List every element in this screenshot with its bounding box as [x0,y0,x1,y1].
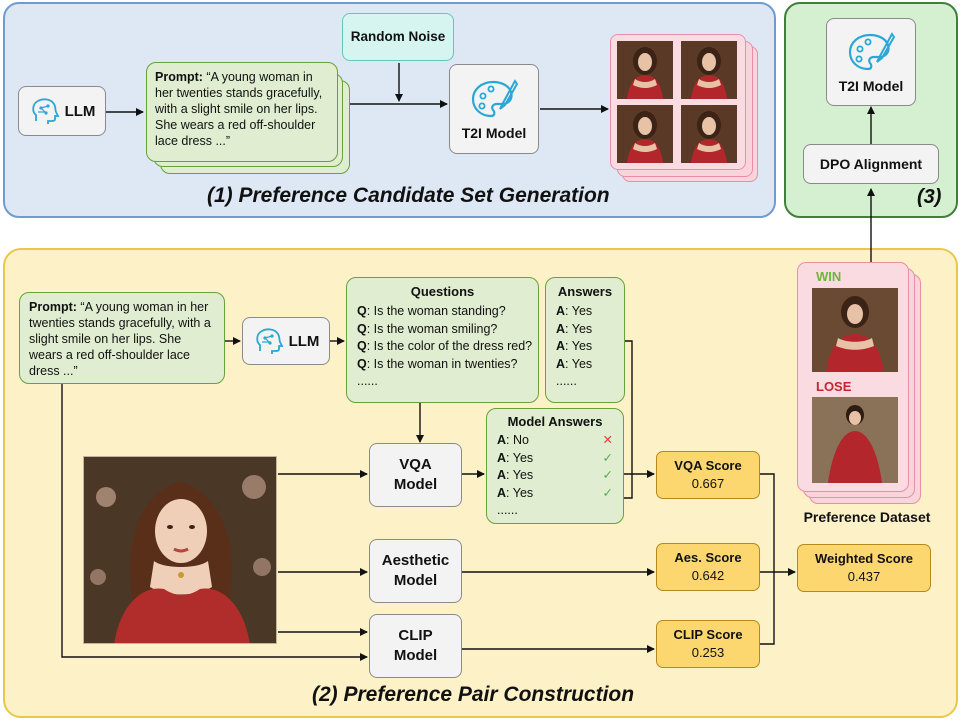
prompt-label: Prompt: [155,70,203,84]
prompt-text: “A young woman in her twenties stands gr… [155,70,323,148]
llm-label-bottom: LLM [288,332,320,350]
weighted-score-value: 0.437 [847,569,881,584]
lose-portrait [812,397,898,483]
preference-dataset-card: WIN LOSE [797,262,909,492]
vqa-model-box: VQA Model [369,443,462,507]
llm-box-top: LLM [18,86,106,136]
question-item: Q: Is the woman standing? [357,304,506,318]
model-answers-box: Model Answers A: No✕ A: Yes✓ A: Yes✓ A: … [486,408,624,524]
random-noise-label: Random Noise [350,29,446,44]
lose-image [812,397,898,483]
clip-model-box: CLIP Model [369,614,462,678]
check-icon: ✓ [602,450,613,465]
clip-score-box: CLIP Score 0.253 [656,620,760,668]
aes-score-box: Aes. Score 0.642 [656,543,760,591]
answer-item: A: Yes [556,356,593,371]
model-answer-item: A: Yes✓ [497,467,613,485]
win-image [812,288,898,372]
palette-brush-icon [848,32,896,71]
section-step-3: (3) [917,186,942,208]
dpo-alignment-label: DPO Alignment [819,156,923,172]
aes-score-value: 0.642 [691,568,725,583]
vqa-score-box: VQA Score 0.667 [656,451,760,499]
llm-label: LLM [64,102,96,120]
weighted-score-box: Weighted Score 0.437 [797,544,931,592]
aes-score-label: Aes. Score [674,550,742,565]
check-icon: ✓ [602,468,613,482]
model-answer-item: A: No✕ [497,432,613,450]
preference-dataset-label: Preference Dataset [803,509,931,525]
prompt-label-bottom: Prompt: [29,300,77,314]
win-label: WIN [816,269,842,284]
questions-box: Questions Q: Is the woman standing? Q: I… [346,277,539,403]
section-title-pair-construction: (2) Preference Pair Construction [312,683,635,706]
questions-header: Questions [410,284,475,299]
t2i-model-box-top: T2I Model [449,64,539,154]
answer-item: A: Yes [556,339,593,353]
clip-model-label: CLIP Model [393,627,438,664]
answers-more: ...... [556,374,577,388]
answer-item: A: Yes [556,304,593,318]
palette-brush-icon [471,79,519,118]
lose-label: LOSE [816,379,852,394]
questions-more: ...... [357,374,378,388]
question-item: Q: Is the color of the dress red? [357,339,533,353]
random-noise-box: Random Noise [342,13,454,61]
aesthetic-model-box: Aesthetic Model [369,539,462,603]
aesthetic-model-label: Aesthetic Model [381,552,450,589]
generated-portrait-image [83,456,277,644]
question-item: Q: Is the woman smiling? [357,321,498,336]
answers-header: Answers [557,284,613,299]
clip-score-label: CLIP Score [673,627,743,642]
cross-icon: ✕ [602,433,613,447]
candidate-image-grid [610,34,746,170]
t2i-model-box-aligned: T2I Model [826,18,916,106]
prompt-text-bottom: “A young woman in her twenties stands gr… [29,300,211,378]
answers-box: Answers A: Yes A: Yes A: Yes A: Yes ....… [545,277,625,403]
llm-head-icon [255,328,284,354]
llm-box-bottom: LLM [242,317,330,365]
t2i-model-aligned-label: T2I Model [838,78,904,94]
dpo-alignment-box: DPO Alignment [803,144,939,184]
prompt-card-bottom: Prompt: “A young woman in her twenties s… [19,292,225,384]
section-title-generation: (1) Preference Candidate Set Generation [207,184,610,207]
portrait-illustration [84,457,276,643]
candidate-portraits [617,41,737,163]
weighted-score-label: Weighted Score [814,551,913,566]
question-item: Q: Is the woman in twenties? [357,356,518,371]
t2i-model-label: T2I Model [461,125,527,141]
check-icon: ✓ [602,485,613,500]
win-portrait [812,288,898,372]
prompt-card-top: Prompt: “A young woman in her twenties s… [146,62,338,162]
model-answer-item: A: Yes✓ [497,485,613,503]
model-answers-more: ...... [497,503,518,517]
vqa-score-value: 0.667 [691,476,725,491]
model-answer-item: A: Yes✓ [497,450,613,468]
answer-item: A: Yes [556,321,593,336]
clip-score-value: 0.253 [691,645,725,660]
llm-head-icon [31,98,60,124]
model-answers-header: Model Answers [507,414,603,429]
vqa-model-label: VQA Model [393,456,438,493]
vqa-score-label: VQA Score [674,458,742,473]
